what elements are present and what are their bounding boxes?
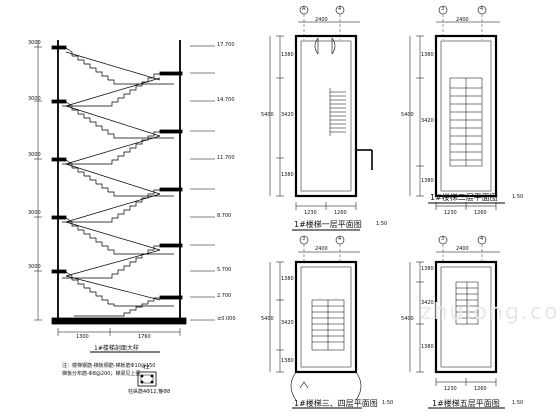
plan3-drawing <box>269 235 362 409</box>
tz-column-detail <box>137 371 157 387</box>
plan4-dim-left: 1380 <box>421 344 434 350</box>
plan3-dim-top: 2400 <box>315 246 328 252</box>
plan3-dim-left: 3420 <box>281 320 294 326</box>
plan2-treads <box>449 77 483 167</box>
plan4-drawing <box>409 235 505 409</box>
plan1-drawing <box>269 5 373 231</box>
plan1-title: 1#楼梯一层平面图 <box>294 220 362 229</box>
plan4-dim-left: 3420 <box>421 300 434 306</box>
plan2-dim-top: 2400 <box>456 17 469 23</box>
plan4-treads <box>455 281 479 325</box>
elevation-label: 11.700 <box>217 155 235 161</box>
plan1-axis-right: 4 <box>338 6 342 12</box>
plan1-axis-left: A <box>302 6 306 12</box>
section-bottom-dim: 1300 <box>76 334 89 340</box>
plan2-drawing <box>409 5 505 210</box>
section-dim-label: 3000 <box>28 210 41 216</box>
section-caption: 1#楼梯剖面大样 <box>94 345 139 352</box>
section-elevation-marks <box>190 45 215 321</box>
section-left-dimension <box>34 40 42 321</box>
plan1-dim-bottom: 1260 <box>334 210 347 216</box>
section-note-line1: 注：楼梯钢筋-梯板钢筋-梯板筋Φ10@150 <box>62 363 156 369</box>
section-bottom-dim: 1760 <box>138 334 151 340</box>
plan1-dim-top: 2400 <box>315 17 328 23</box>
plan3-scale: 1:50 <box>382 400 394 406</box>
plan4-axis-right: 4 <box>480 236 484 242</box>
plan1-dim-left: 1380 <box>281 172 294 178</box>
stair-flights <box>62 47 174 317</box>
plan3-title: 1#楼梯三、四层平面图 <box>294 399 378 408</box>
elevation-label: ±0.000 <box>217 316 236 322</box>
plan3-axis-right: 4 <box>338 236 342 242</box>
plan4-dim-left: 1380 <box>421 266 434 272</box>
elevation-label: 2.700 <box>217 293 232 299</box>
section-dim-label: 3000 <box>28 152 41 158</box>
plan2-title: 1#楼梯二层平面图 <box>430 193 498 202</box>
plan1-dim-left: 1380 <box>281 52 294 58</box>
elevation-label: 14.700 <box>217 97 235 103</box>
plan3-dim-total: 5400 <box>261 316 274 322</box>
section-dim-label: 3000 <box>28 40 41 46</box>
elevation-label: 17.700 <box>217 42 235 48</box>
plan2-dim-left: 1380 <box>421 52 434 58</box>
plan1-dim-left: 3420 <box>281 112 294 118</box>
floor-slabs <box>51 45 183 300</box>
section-dim-label: 3000 <box>28 264 41 270</box>
elevation-label: 5.700 <box>217 267 232 273</box>
plan4-dim-total: 5400 <box>401 316 414 322</box>
plan3-dim-left: 1380 <box>281 276 294 282</box>
plan2-scale: 1:50 <box>512 194 524 200</box>
plan4-title: 1#楼梯五层平面图 <box>432 399 500 408</box>
tz-note: 柱纵筋4Φ12,箍Φ8 <box>128 389 171 395</box>
plan4-dim-top: 2400 <box>456 246 469 252</box>
section-note-line2: 梯板分布筋-Φ8@200；梯梁见上图 <box>62 371 141 377</box>
plan2-dim-left: 1380 <box>421 178 434 184</box>
plan1-dim-bottom: 1230 <box>304 210 317 216</box>
plan3-axis-left: 3 <box>302 236 306 242</box>
plan2-dim-total: 5400 <box>401 112 414 118</box>
plan2-axis-left: 3 <box>441 6 445 12</box>
plan4-dim-bottom: 1260 <box>474 386 487 392</box>
plan2-axis-right: 4 <box>480 6 484 12</box>
plan1-treads <box>329 88 346 136</box>
plan2-dim-left: 3420 <box>421 118 434 124</box>
plan3-dim-left: 1380 <box>281 358 294 364</box>
plan3-treads <box>311 299 345 351</box>
plan4-scale: 1:50 <box>512 400 524 406</box>
section-dim-label: 3000 <box>28 96 41 102</box>
elevation-label: 8.700 <box>217 213 232 219</box>
watermark-text: zhulong.com <box>420 300 560 325</box>
plan2-dim-bottom: 1230 <box>444 210 457 216</box>
stair-section-view <box>34 40 215 387</box>
plan1-dim-total: 5400 <box>261 112 274 118</box>
plan1-scale: 1:50 <box>376 221 388 227</box>
plan4-axis-left: 3 <box>441 236 445 242</box>
plan2-dim-bottom: 1260 <box>474 210 487 216</box>
plan4-dim-bottom: 1230 <box>444 386 457 392</box>
tz-label: TZ <box>143 365 150 371</box>
